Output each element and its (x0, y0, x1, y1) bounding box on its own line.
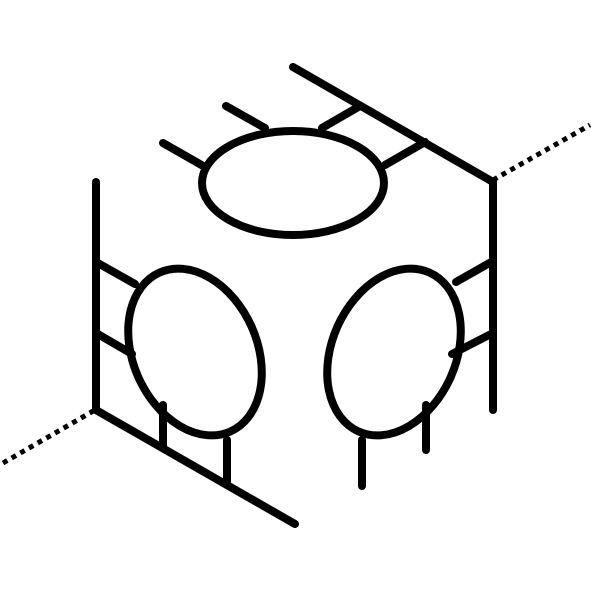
top-right-edge (289, 63, 497, 186)
left-face (92, 258, 266, 489)
right-face (323, 257, 497, 490)
top-face (159, 102, 429, 239)
right-face-tick-upper (452, 257, 497, 286)
top-face-ellipse (198, 127, 388, 239)
cube-edges (92, 63, 497, 528)
dotted-axis-right (491, 122, 591, 183)
top-face-tick-right-1 (318, 102, 364, 132)
top-face-tick-left-2 (222, 102, 269, 132)
top-face-tick-left-1 (159, 139, 209, 171)
dotted-axis-left (1, 407, 97, 466)
left-face-tick-upper (92, 258, 139, 288)
bottom-left-edge (92, 406, 299, 528)
left-face-ellipse (124, 264, 266, 440)
right-face-ellipse (323, 264, 465, 440)
dotted-axis (1, 122, 591, 466)
top-face-tick-right-2 (381, 138, 429, 169)
right-face-tick-lower (448, 329, 497, 358)
left-face-tick-lower (92, 329, 136, 358)
